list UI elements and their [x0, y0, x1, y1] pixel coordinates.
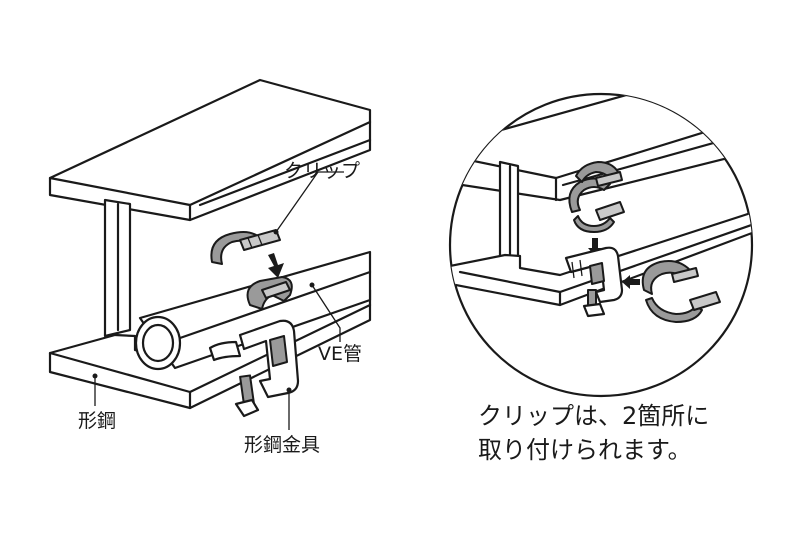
label-clip: クリップ: [284, 160, 360, 182]
clip-upper: [210, 229, 281, 265]
detail-clip-side: [641, 260, 721, 323]
clip-lower: [246, 276, 293, 310]
caption-line-2: 取り付けられます。: [478, 436, 692, 464]
label-ve-pipe: VE管: [318, 343, 362, 365]
ve-pipe: [134, 250, 372, 371]
leader-lines: [92, 171, 344, 430]
steel-fitting: [208, 319, 300, 418]
insert-arrow: [268, 253, 284, 278]
main-view: クリップ VE管 形鋼 形鋼金具: [48, 78, 372, 456]
detail-clip-top: [568, 161, 625, 233]
label-steel-section: 形鋼: [78, 410, 116, 432]
detail-arrow-left: [622, 275, 640, 289]
caption-line-1: クリップは、2箇所に: [478, 402, 709, 430]
detail-fitting: [564, 246, 624, 318]
steel-beam: [48, 78, 372, 410]
label-steel-fitting: 形鋼金具: [244, 434, 320, 456]
detail-view: [448, 92, 754, 398]
